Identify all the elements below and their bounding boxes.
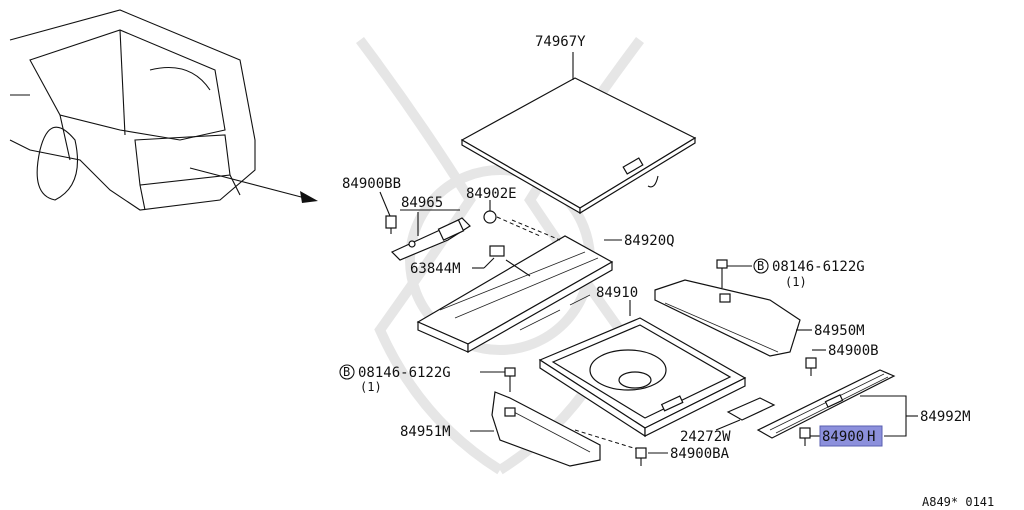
label-84900h-main: 84900	[822, 429, 864, 445]
label-84910: 84910	[596, 285, 638, 301]
label-24272w: 24272W	[680, 429, 731, 445]
clip-63844m[interactable]	[483, 245, 505, 269]
bolt-symbol-icon	[753, 258, 769, 274]
label-84920q: 84920Q	[624, 233, 675, 249]
highlight-box[interactable]	[819, 425, 883, 447]
clip-84900bb[interactable]	[379, 191, 397, 234]
bracket-84965[interactable]	[390, 209, 471, 261]
bolt-08146-left[interactable]	[480, 367, 516, 392]
bolt-symbol-left: B	[343, 365, 350, 379]
side-panel-84950m[interactable]	[654, 279, 812, 357]
tonneau-cover-84920q[interactable]	[416, 235, 614, 354]
label-84900bb: 84900BB	[342, 176, 401, 192]
bolt-08146-top[interactable]	[716, 259, 752, 288]
qty-08146-top: (1)	[785, 275, 807, 289]
label-84902e: 84902E	[466, 186, 517, 202]
figure-code: A849* 0141	[922, 495, 994, 509]
label-84992m: 84992M	[920, 409, 971, 425]
label-08146-top: 08146-6122G	[772, 259, 865, 275]
pointer-arrow	[189, 167, 318, 203]
label-74967y: 74967Y	[535, 34, 586, 50]
clip-84902e[interactable]	[483, 200, 497, 224]
side-panel-84951m[interactable]	[491, 391, 601, 467]
bolt-symbol-top: B	[757, 259, 764, 273]
clip-84900h[interactable]	[799, 427, 820, 446]
harness-24272w[interactable]	[715, 397, 776, 431]
vehicle-rear-illustration	[9, 9, 256, 211]
sill-plate-84992m[interactable]	[756, 369, 918, 439]
label-63844m: 63844M	[410, 261, 461, 277]
label-84900h-suffix: H	[867, 429, 875, 445]
label-84900b: 84900B	[828, 343, 879, 359]
clip-84900ba[interactable]	[635, 447, 668, 466]
clip-84900b[interactable]	[805, 349, 826, 376]
label-08146-left: 08146-6122G	[358, 365, 451, 381]
bolt-symbol-icon	[339, 364, 355, 380]
spare-tire-tray-84910[interactable]	[538, 300, 747, 438]
floor-board-74967y[interactable]	[460, 52, 697, 215]
label-84950m: 84950M	[814, 323, 865, 339]
label-84900ba: 84900BA	[670, 446, 730, 462]
qty-08146-left: (1)	[360, 380, 382, 394]
label-84951m: 84951M	[400, 424, 451, 440]
label-84965: 84965	[401, 195, 443, 211]
